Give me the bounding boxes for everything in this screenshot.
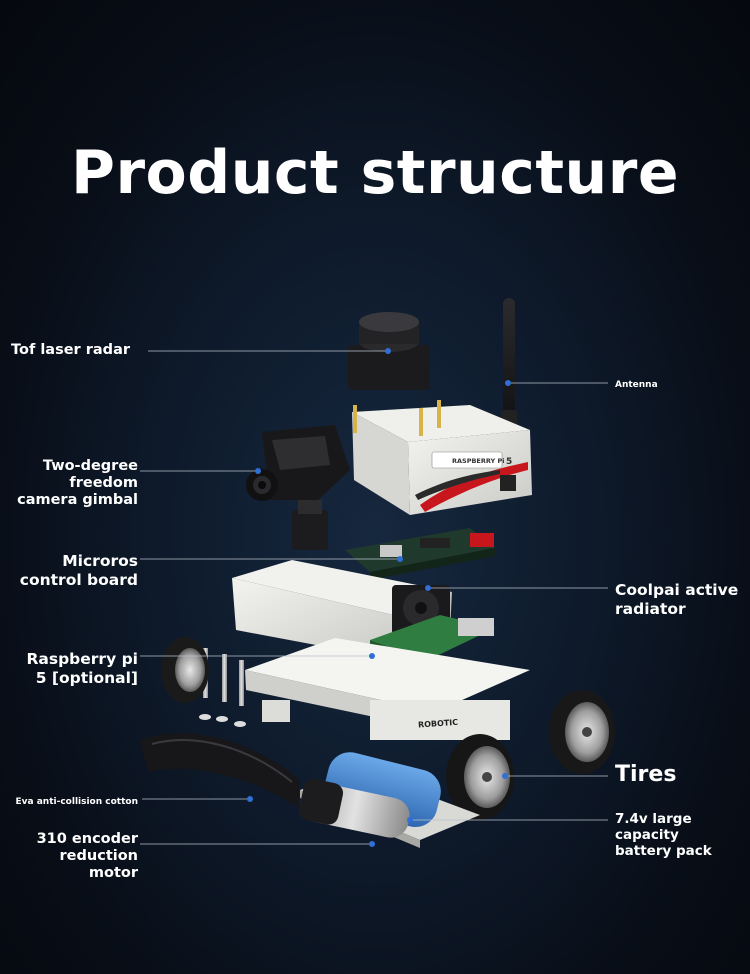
label-gimbal-line1: Two-degree: [42, 458, 138, 474]
label-battery: 7.4v large capacity battery pack: [615, 811, 712, 859]
label-battery-line3: battery pack: [615, 843, 712, 859]
dot-motor: [369, 841, 375, 847]
wheel-front: [446, 734, 514, 820]
page-title: Product structure: [70, 138, 680, 208]
dot-radiator: [425, 585, 431, 591]
control-board-part: [345, 528, 495, 580]
wheel-back-left: [161, 637, 209, 703]
label-motor: 310 encoder reduction motor: [37, 831, 138, 882]
label-rpi-line1: Raspberry pi: [26, 650, 138, 668]
dot-rpi: [369, 653, 375, 659]
encoder-motor-part: [298, 778, 410, 838]
label-battery-line1: 7.4v large: [615, 811, 692, 827]
label-tof-radar: Tof laser radar: [11, 342, 130, 358]
label-motor-line2: reduction: [59, 848, 138, 864]
label-gimbal-line2: freedom: [69, 475, 138, 491]
chassis-logo: ROBOTIC: [418, 718, 459, 730]
label-rpi-line2: 5 [optional]: [35, 669, 138, 687]
label-antenna: Antenna: [615, 380, 658, 390]
wheel-right: [549, 690, 615, 774]
label-microros-line1: Microros: [62, 552, 138, 570]
label-motor-line3: motor: [88, 865, 138, 881]
lidar-part: [348, 312, 430, 390]
eva-bumper-part: [140, 733, 300, 808]
label-motor-line1: 310 encoder: [36, 831, 138, 847]
label-coolpai-line2: radiator: [615, 600, 686, 618]
label-coolpai-line1: Coolpai active: [615, 581, 739, 599]
label-microros: Microros control board: [20, 552, 138, 590]
label-eva: Eva anti-collision cotton: [15, 797, 138, 807]
label-tires: Tires: [615, 762, 677, 787]
model-text: 5: [506, 457, 512, 467]
camera-gimbal-part: [246, 425, 350, 550]
label-raspberry-pi: Raspberry pi 5 [optional]: [26, 650, 138, 688]
dot-tires: [502, 773, 508, 779]
dot-board: [397, 556, 403, 562]
dot-battery: [407, 817, 413, 823]
dot-eva: [247, 796, 253, 802]
label-battery-line2: capacity: [615, 827, 679, 843]
dot-lidar: [385, 348, 391, 354]
label-microros-line2: control board: [19, 571, 138, 589]
label-gimbal-line3: camera gimbal: [17, 492, 138, 508]
chassis-part: [245, 638, 530, 740]
top-shell-part: [352, 400, 532, 515]
dot-antenna: [505, 380, 511, 386]
label-gimbal: Two-degree freedom camera gimbal: [17, 458, 138, 509]
label-coolpai: Coolpai active radiator: [615, 581, 738, 619]
brand-text: RASPBERRY Pi: [452, 457, 505, 465]
dot-gimbal: [255, 468, 261, 474]
